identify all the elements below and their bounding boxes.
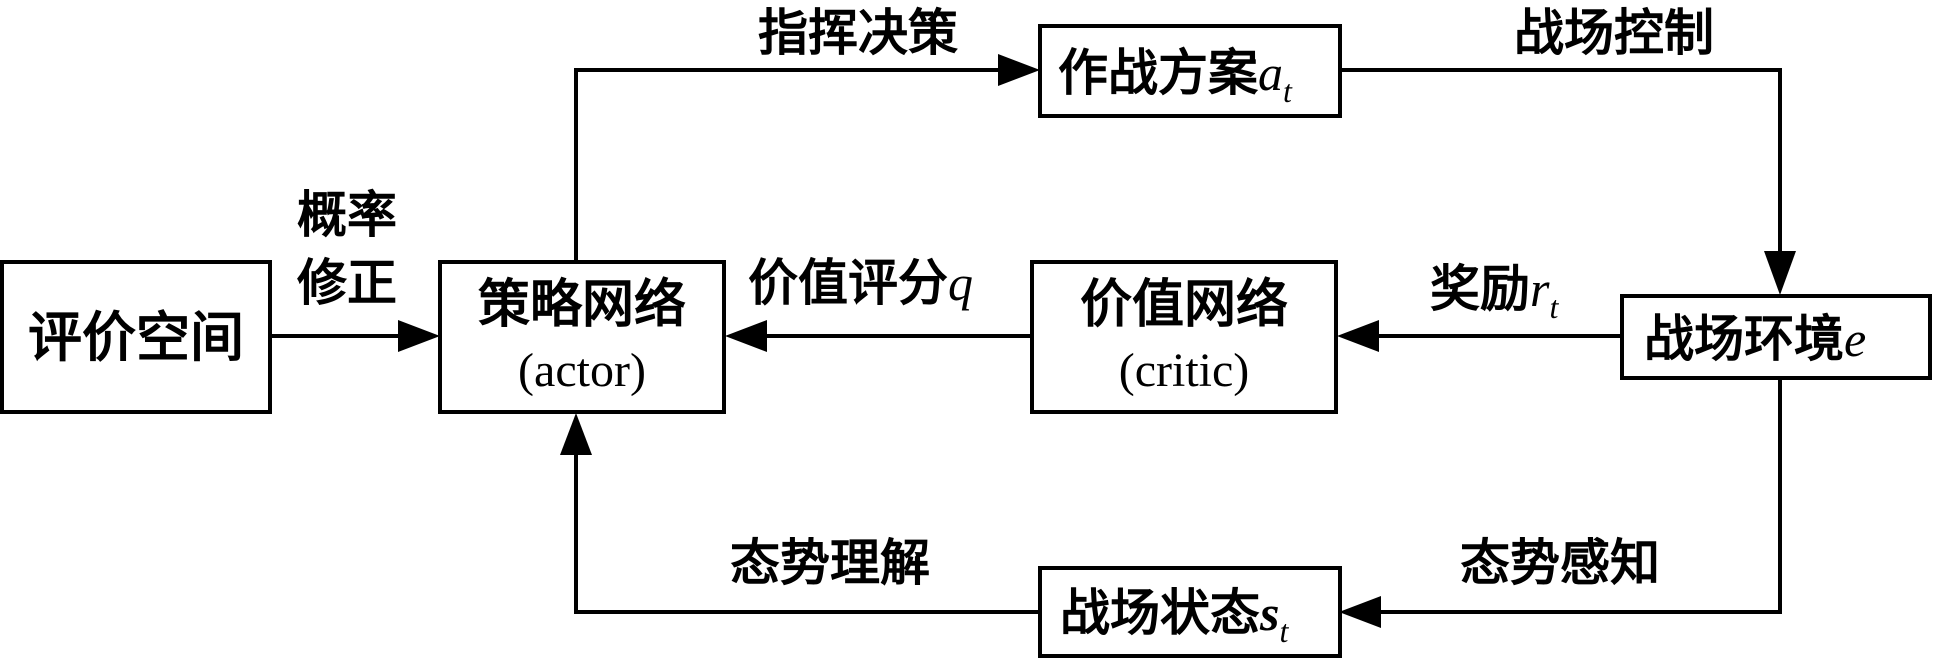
node-actor-label: 策略网络: [478, 275, 686, 335]
node-critic-label: 价值网络: [1080, 275, 1288, 335]
node-state-subscript: t: [1279, 613, 1289, 649]
node-actor-sublabel: (actor): [518, 344, 646, 397]
edge-control-label: 战场控制: [1514, 4, 1714, 62]
edge-reward-label: 奖励rt: [1430, 260, 1559, 325]
edge-score-arrowhead: [725, 320, 767, 352]
edge-command-arrowhead: [998, 54, 1040, 86]
edge-perception-arrowhead: [1339, 596, 1381, 628]
node-state-box: [1038, 566, 1342, 658]
edge-control-line: [1340, 68, 1782, 252]
node-critic-box: [1030, 260, 1338, 414]
node-plan-text: 作战方案: [1058, 44, 1259, 102]
edge-prob-fix-label-line2: 修正: [297, 254, 397, 312]
edge-control-arrowhead: [1764, 251, 1796, 295]
edge-command-line: [574, 68, 1000, 262]
edge-understanding-label: 态势理解: [730, 534, 930, 592]
edge-reward-arrowhead: [1337, 320, 1379, 352]
node-plan-label: 作战方案at: [1058, 44, 1293, 109]
edge-reward-symbol: r: [1530, 261, 1550, 317]
node-plan-box: [1038, 24, 1342, 118]
edge-perception-label: 态势感知: [1460, 534, 1660, 592]
edge-prob-fix-label-line1: 概率: [297, 186, 397, 244]
node-plan-subscript: t: [1283, 73, 1293, 109]
edge-prob-fix-arrowhead: [398, 320, 440, 352]
node-state-label: 战场状态st: [1060, 584, 1289, 649]
edge-score-text: 价值评分: [748, 254, 948, 312]
node-eval-space-label: 评价空间: [28, 306, 244, 369]
node-eval-space-box: [0, 260, 272, 414]
edge-reward-subscript: t: [1549, 289, 1559, 325]
node-env-box: [1620, 294, 1932, 380]
edge-score-symbol: q: [948, 255, 973, 311]
node-state-text: 战场状态: [1060, 584, 1260, 642]
node-env-text: 战场环境: [1644, 310, 1844, 368]
node-state-symbol: s: [1259, 585, 1279, 641]
edge-understanding-arrowhead: [560, 413, 592, 455]
edge-reward-text: 奖励: [1430, 260, 1530, 318]
edge-perception-line: [1380, 378, 1782, 614]
node-critic-sublabel: (critic): [1119, 344, 1250, 397]
node-env-label: 战场环境e: [1644, 310, 1866, 368]
edge-command-label: 指挥决策: [758, 4, 958, 62]
node-actor-box: [438, 260, 726, 414]
edge-understanding-line: [574, 455, 1040, 614]
node-plan-symbol: a: [1258, 45, 1283, 101]
node-env-symbol: e: [1844, 311, 1866, 367]
edge-score-label: 价值评分q: [748, 254, 973, 312]
